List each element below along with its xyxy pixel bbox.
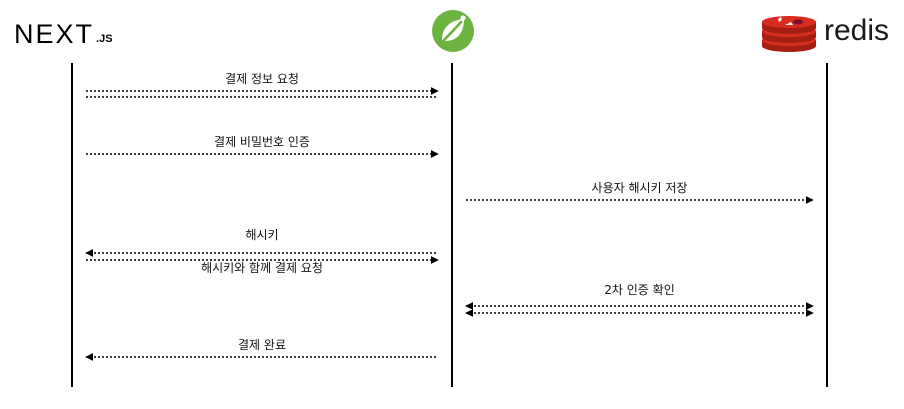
nextjs-logo: NEXT .JS bbox=[14, 14, 113, 48]
message-label: 사용자 해시키 저장 bbox=[591, 181, 688, 195]
message-label: 2차 인증 확인 bbox=[604, 283, 675, 297]
redis-logo-text: redis bbox=[824, 14, 890, 47]
spring-leaf-logo bbox=[432, 10, 474, 52]
message-label: 결제 완료 bbox=[238, 338, 286, 352]
message-label: 결제 비밀번호 인증 bbox=[214, 135, 310, 149]
redis-cube-logo bbox=[762, 16, 816, 52]
message-label: 해시키와 함께 결제 요청 bbox=[201, 261, 323, 275]
nextjs-logo-text: NEXT bbox=[14, 19, 95, 49]
message-label: 결제 정보 요청 bbox=[225, 72, 299, 86]
nextjs-logo-suffix: .JS bbox=[96, 33, 113, 45]
message-label: 해시키 bbox=[245, 228, 279, 242]
